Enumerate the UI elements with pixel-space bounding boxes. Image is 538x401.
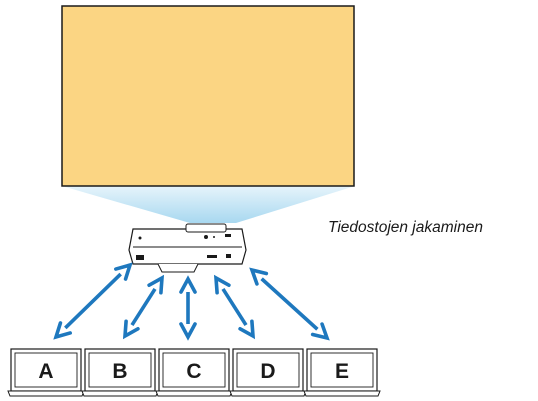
laptop-icon: C [155,348,233,397]
laptop-icon: A [7,348,85,397]
laptop-display [310,352,374,388]
double-arrow-icon [249,267,330,341]
double-arrow-icon [179,275,197,341]
laptop-base [155,390,233,397]
projection-screen [61,5,355,187]
laptop-display [236,352,300,388]
caption: Tiedostojen jakaminen [328,219,483,236]
laptop-display [88,352,152,388]
laptop-display [14,352,78,388]
laptop-label: C [186,360,201,383]
projector-icon [128,223,247,273]
laptop-base [229,390,307,397]
light-beam [62,186,355,223]
laptop-icon: D [229,348,307,397]
laptop-label: A [38,360,53,383]
laptop-base [7,390,85,397]
laptop-base [81,390,159,397]
laptop-icon: B [81,348,159,397]
double-arrow-icon [213,274,256,340]
laptop-icon: E [303,348,381,397]
laptop-label: B [112,360,127,383]
laptop-base [303,390,381,397]
double-arrow-icon [53,262,133,340]
laptop-row: A B C D E [7,348,381,397]
laptop-label: D [260,360,275,383]
connection-arrows [53,262,330,341]
laptop-label: E [335,360,349,383]
double-arrow-icon [122,274,165,340]
laptop-display [162,352,226,388]
